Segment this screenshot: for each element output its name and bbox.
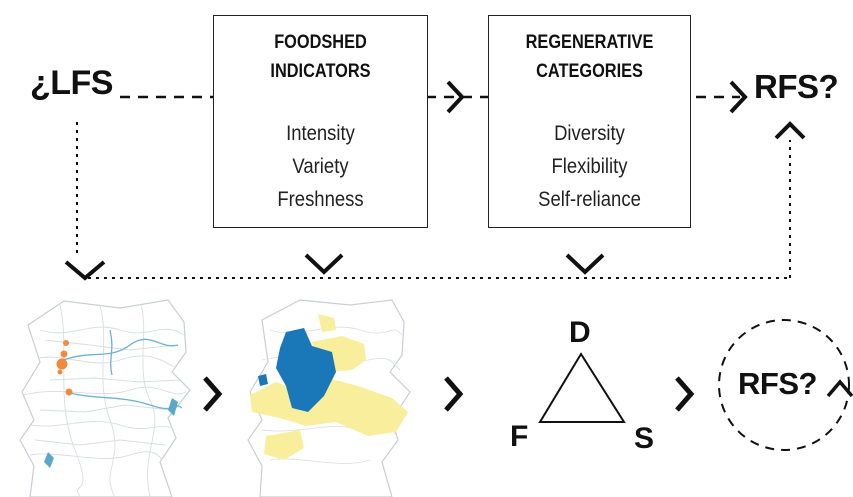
indicator-item: Freshness [277,188,364,211]
foodshed-map [247,299,411,497]
indicator-item: Intensity [286,122,355,145]
chevron-up-icon [826,379,853,398]
chevron-right-icon [203,376,223,412]
chevron-right-icon [446,80,465,114]
category-item: Flexibility [551,155,628,178]
triangle-label-left: F [510,420,528,453]
box-title-line1: REGENERATIVE [525,32,654,53]
triangle-shape [538,352,626,423]
foodshed-indicators-box: FOODSHED INDICATORS Intensity Variety Fr… [213,15,428,228]
box-title-line2: INDICATORS [270,61,371,82]
box-title-line2: CATEGORIES [536,61,643,82]
category-item: Diversity [554,122,625,145]
end-label: RFS? [754,68,839,105]
box-title-line1: FOODSHED [274,32,367,53]
left-map [19,299,191,497]
chevron-right-icon [729,80,748,114]
triangle-label-right: S [634,422,654,455]
chevron-right-icon [444,376,464,412]
chevron-down-icon [565,253,605,275]
regenerative-categories-box: REGENERATIVE CATEGORIES Diversity Flexib… [488,15,691,228]
category-item: Self-reliance [538,188,641,211]
chevron-right-icon [675,376,695,412]
chevron-down-icon [64,260,106,281]
chevron-down-icon [304,253,344,275]
result-circle [718,319,850,451]
start-label: ¿LFS [30,64,113,102]
result-label: RFS? [738,366,817,401]
indicator-item: Variety [292,155,349,178]
triangle-label-top: D [569,316,591,349]
chevron-up-icon [774,121,806,140]
